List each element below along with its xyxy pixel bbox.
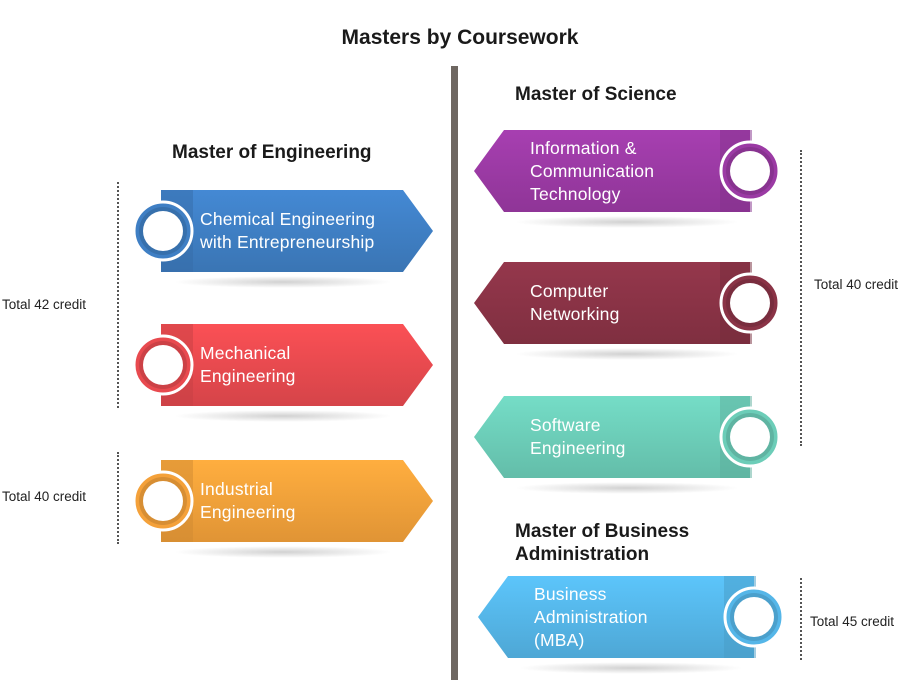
program-label-line: Information & xyxy=(530,137,637,158)
arrow-banner-body xyxy=(161,324,433,406)
card-shadow xyxy=(173,410,393,422)
sci-total-40: Total 40 credit xyxy=(814,277,899,292)
circle-badge-inner xyxy=(734,597,774,637)
circle-badge-inner xyxy=(143,481,183,521)
circle-badge-inner xyxy=(143,211,183,251)
business-heading-line: Master of Business xyxy=(515,521,690,542)
arrow-banner-shape xyxy=(132,324,433,406)
program-label-line: Technology xyxy=(530,183,621,204)
card-shadow xyxy=(173,276,393,288)
eng-bracket-40 xyxy=(117,452,119,544)
arrow-banner-shape xyxy=(132,190,433,272)
mba-total-45: Total 45 credit xyxy=(810,614,895,629)
engineering-heading: Master of Engineering xyxy=(172,142,372,163)
science-heading: Master of Science xyxy=(515,84,677,105)
card-shadow xyxy=(518,662,744,674)
arrow-banner-body xyxy=(161,190,433,272)
eng-total-40: Total 40 credit xyxy=(2,489,87,504)
card-shadow xyxy=(514,348,740,360)
arrow-banner-body xyxy=(161,460,433,542)
program-card-chemical-engineering: Chemical Engineering with Entrepreneurshi… xyxy=(132,186,433,288)
center-divider xyxy=(451,66,458,680)
program-label-line: Networking xyxy=(530,304,620,324)
arrow-banner-body xyxy=(474,396,750,478)
circle-badge-inner xyxy=(730,417,770,457)
program-label-line: Software xyxy=(530,415,601,435)
circle-badge-inner xyxy=(730,283,770,323)
program-label-line: Mechanical xyxy=(200,343,291,363)
card-shadow xyxy=(173,546,393,558)
program-label-line: Engineering xyxy=(530,438,626,458)
diagram-title: Masters by Coursework xyxy=(341,26,579,49)
program-label-line: (MBA) xyxy=(534,629,585,650)
program-label-line: Industrial xyxy=(200,479,274,499)
eng-bracket-42 xyxy=(117,182,119,408)
circle-badge-inner xyxy=(730,151,770,191)
program-label-line: Computer xyxy=(530,281,609,301)
arrow-banner-shape xyxy=(474,130,781,212)
arrow-banner-body xyxy=(474,262,750,344)
program-label-line: Administration xyxy=(534,606,648,627)
arrow-banner-body xyxy=(474,130,750,212)
card-shadow xyxy=(514,216,740,228)
arrow-banner-shape xyxy=(132,460,433,542)
business-heading-line: Administration xyxy=(515,544,650,565)
program-label-line: Chemical Engineering xyxy=(200,209,376,229)
program-label-line: Business xyxy=(534,583,607,604)
arrow-banner-shape xyxy=(474,396,781,478)
card-shadow xyxy=(514,482,740,494)
arrow-banner-body xyxy=(478,576,754,658)
program-label-line: Engineering xyxy=(200,366,296,386)
program-label-line: with Entrepreneurship xyxy=(200,232,375,252)
circle-badge-inner xyxy=(143,345,183,385)
mba-bracket-45 xyxy=(800,578,802,660)
program-label-line: Engineering xyxy=(200,502,296,522)
program-label-line: Communication xyxy=(530,160,655,181)
arrow-banner-shape xyxy=(474,262,781,344)
program-label: Chemical Engineering with Entrepreneurshi… xyxy=(200,208,375,254)
eng-total-42: Total 42 credit xyxy=(2,297,87,312)
arrow-banner-shape xyxy=(478,576,785,658)
sci-bracket-40 xyxy=(800,150,802,446)
